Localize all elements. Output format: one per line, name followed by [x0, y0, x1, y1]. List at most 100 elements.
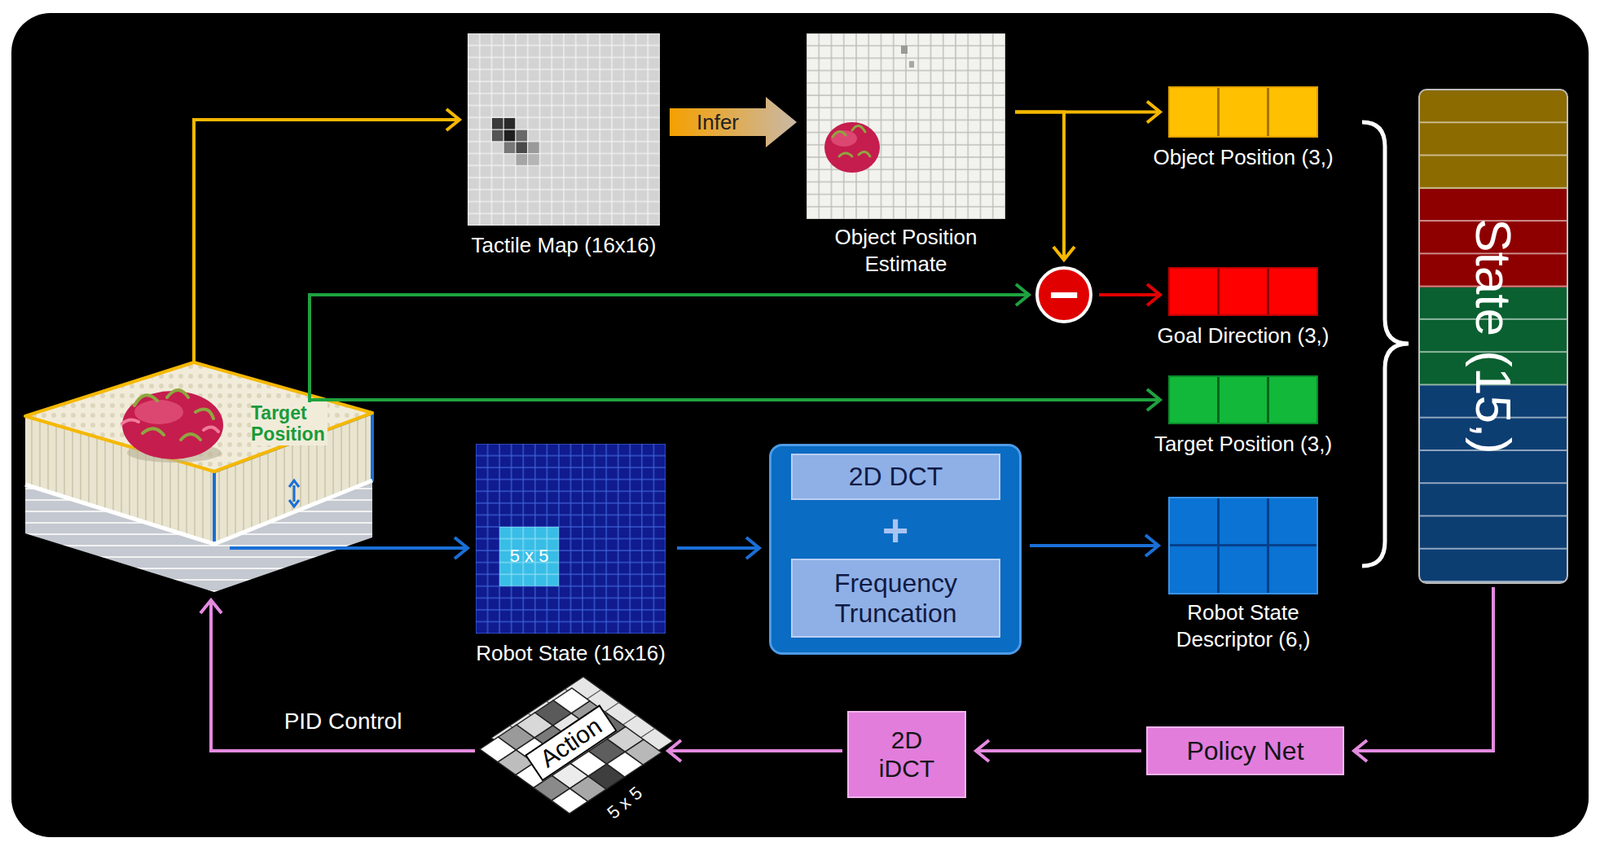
arrowhead — [454, 537, 468, 559]
pin-gap — [901, 45, 908, 54]
connector-line — [676, 546, 760, 550]
connector — [1029, 535, 1159, 557]
caption: Tactile Map (16x16) — [471, 232, 657, 260]
contact-cell — [516, 153, 528, 166]
contact-cell — [492, 118, 504, 130]
action-grid-back — [491, 676, 673, 803]
connector — [1353, 587, 1494, 762]
connector-line — [668, 749, 843, 753]
arrowhead — [1147, 101, 1161, 124]
arrowhead — [975, 740, 990, 762]
patch-box: 5 x 5 — [499, 527, 559, 587]
contact-cell — [516, 130, 528, 142]
contact-cell — [516, 142, 528, 154]
process-box: 2D iDCT — [847, 711, 967, 799]
position-estimate: Object Position Estimate — [806, 33, 1006, 220]
arrowhead — [746, 537, 760, 559]
state-vector: Robot State Descriptor (6,) — [1168, 496, 1319, 595]
connector-line — [1029, 544, 1159, 548]
connector-line — [1098, 293, 1161, 297]
arrowhead — [668, 740, 682, 762]
height-arrow — [289, 500, 299, 507]
dragon-fruit — [824, 122, 880, 173]
caption: Goal Direction (3,) — [1157, 322, 1330, 350]
process-box: Policy Net — [1146, 726, 1345, 776]
connector-line — [193, 119, 460, 363]
arrowhead — [1147, 284, 1161, 306]
robot-state-grid — [475, 443, 666, 634]
connector-line — [229, 546, 468, 550]
state-label: State (15,) — [1468, 218, 1519, 454]
robot-state-grid: Robot State (16x16)5 x 5 — [475, 443, 666, 634]
connector — [1098, 284, 1161, 306]
box-label: Frequency Truncation — [800, 568, 992, 629]
connector — [309, 284, 1029, 418]
cell — [624, 739, 662, 765]
grid — [467, 33, 660, 226]
grid — [491, 676, 673, 803]
box-label: 2D iDCT — [868, 726, 946, 783]
state-vector: Goal Direction (3,) — [1168, 267, 1319, 317]
connector — [975, 740, 1142, 762]
state-vector: Object Position (3,) — [1168, 86, 1319, 138]
fruit-highlight — [134, 400, 184, 425]
connector — [229, 537, 468, 559]
top-face — [25, 362, 373, 472]
height-arrow — [293, 485, 296, 502]
robot-figure — [25, 362, 373, 593]
caption: Object Position Estimate — [812, 224, 1000, 277]
layer-divider — [25, 480, 373, 545]
arrowhead — [1015, 284, 1029, 306]
minus-sign: − — [1048, 268, 1079, 321]
pin-gap — [909, 61, 915, 68]
arrowhead — [446, 109, 460, 131]
arrowhead — [1147, 389, 1161, 411]
box-label: Policy Net — [1186, 736, 1304, 767]
fruit-scale — [134, 390, 214, 440]
connector — [669, 96, 797, 148]
box-label: 2D DCT — [848, 461, 944, 493]
brace — [1362, 122, 1409, 567]
grid-lines — [491, 676, 673, 803]
contact-cell — [492, 130, 504, 142]
tactile-grid — [467, 33, 660, 226]
dragon-fruit — [122, 391, 224, 460]
subtract-node: − — [1035, 266, 1093, 324]
contact-cell — [504, 130, 516, 142]
edge-label: PID Control — [281, 708, 406, 735]
process-box: 2D DCT — [791, 453, 1001, 501]
plus-sign: + — [882, 507, 910, 554]
arrowhead — [200, 600, 222, 614]
connector-line — [309, 400, 1161, 418]
connector — [200, 600, 475, 752]
connector-line — [1353, 587, 1494, 752]
panel — [11, 13, 1589, 838]
robot-figure: Target Position — [25, 362, 373, 593]
connector — [676, 537, 760, 559]
connector-line — [1015, 112, 1064, 261]
caption: Target Position (3,) — [1154, 430, 1332, 458]
block-arrow — [669, 96, 797, 148]
arrowhead — [1145, 535, 1159, 557]
connector — [1015, 112, 1075, 261]
connector-line — [210, 600, 475, 752]
patch — [499, 527, 559, 587]
arrowhead — [1353, 740, 1368, 762]
grid — [475, 443, 666, 634]
patch-label: 5 x 5 — [509, 547, 550, 566]
action-grid: Action5 x 5 — [479, 676, 662, 814]
caption: Robot State Descriptor (6,) — [1149, 599, 1337, 653]
connector-line — [975, 749, 1142, 753]
height-arrow — [289, 480, 299, 488]
target-label: Target Position — [250, 402, 328, 446]
connector — [309, 389, 1161, 418]
contact-cell — [527, 153, 540, 166]
pin-array — [806, 33, 1006, 220]
contact-cell — [504, 142, 516, 154]
connector — [668, 740, 843, 762]
transform-box: +2D DCT Frequency Truncation — [769, 443, 1022, 655]
process-box: Frequency Truncation — [791, 558, 1001, 638]
